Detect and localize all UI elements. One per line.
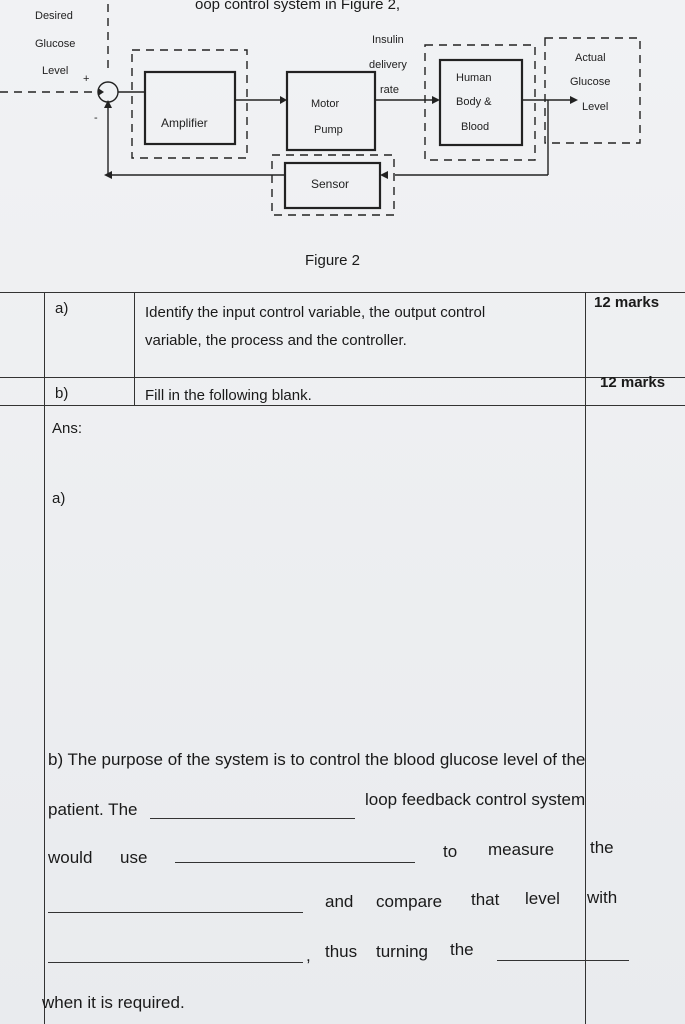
word-the: the	[590, 838, 614, 857]
table-row-divider-2	[0, 405, 685, 406]
desired-label-3: Level	[42, 65, 69, 77]
figure-caption: Figure 2	[305, 252, 361, 269]
word-measure: measure	[488, 840, 555, 859]
word-use: use	[120, 848, 148, 867]
word-the-2: the	[450, 940, 474, 959]
desired-label-2: Glucose	[35, 38, 76, 50]
answer-b-line-1: b) The purpose of the system is to contr…	[48, 750, 586, 769]
block-diagram	[0, 4, 641, 216]
answer-b-line-6: when it is required.	[42, 993, 185, 1012]
blank-4[interactable]	[48, 962, 303, 963]
human-label: Human	[456, 72, 492, 84]
actual-label-2: Glucose	[570, 76, 611, 88]
table-marks-divider	[585, 292, 586, 1024]
answer-label: Ans:	[52, 420, 83, 437]
word-with: with	[587, 888, 618, 907]
sensor-label: Sensor	[311, 177, 350, 191]
question-b-text: Fill in the following blank.	[145, 387, 312, 404]
word-thus: thus	[325, 942, 358, 961]
pump-label: Pump	[314, 124, 343, 136]
word-to: to	[443, 842, 458, 861]
minus-sign: -	[94, 112, 98, 124]
table-col-divider	[134, 292, 135, 405]
question-a-label: a)	[55, 300, 69, 317]
actual-label-3: Level	[582, 101, 609, 113]
word-turning: turning	[376, 942, 428, 961]
answer-b-line-2-start: patient. The	[48, 800, 138, 819]
plus-sign: +	[83, 73, 90, 85]
actual-label-1: Actual	[575, 52, 606, 64]
question-b-marks: 12 marks	[600, 374, 666, 391]
comma: ,	[306, 946, 311, 965]
table-left-border	[44, 292, 45, 1024]
motor-label: Motor	[311, 98, 340, 110]
desired-label-1: Desired	[35, 10, 73, 22]
word-and: and	[325, 892, 354, 911]
blank-3[interactable]	[48, 912, 303, 913]
body-label: Body &	[456, 96, 492, 108]
question-b-label: b)	[55, 385, 69, 402]
insulin-label: Insulin	[372, 34, 404, 46]
word-would: would	[48, 848, 93, 867]
word-compare: compare	[376, 892, 443, 911]
question-a-text-2: variable, the process and the controller…	[145, 332, 407, 349]
table-top-border	[0, 292, 685, 293]
amplifier-label: Amplifier	[161, 116, 208, 130]
answer-a-label: a)	[52, 490, 66, 507]
rate-label: rate	[380, 84, 399, 96]
word-that: that	[471, 890, 500, 909]
question-a-marks: 12 marks	[594, 294, 660, 311]
delivery-label: delivery	[369, 59, 407, 71]
blank-1[interactable]	[150, 818, 355, 819]
question-a-text-1: Identify the input control variable, the…	[145, 304, 486, 321]
table-row-divider	[0, 377, 685, 378]
answer-b-line-2-end: loop feedback control system	[365, 790, 586, 809]
blood-label: Blood	[461, 121, 490, 133]
blank-2[interactable]	[175, 862, 415, 863]
blank-5[interactable]	[497, 960, 629, 961]
header-title: oop control system in Figure 2,	[195, 0, 401, 13]
word-level: level	[525, 889, 560, 908]
